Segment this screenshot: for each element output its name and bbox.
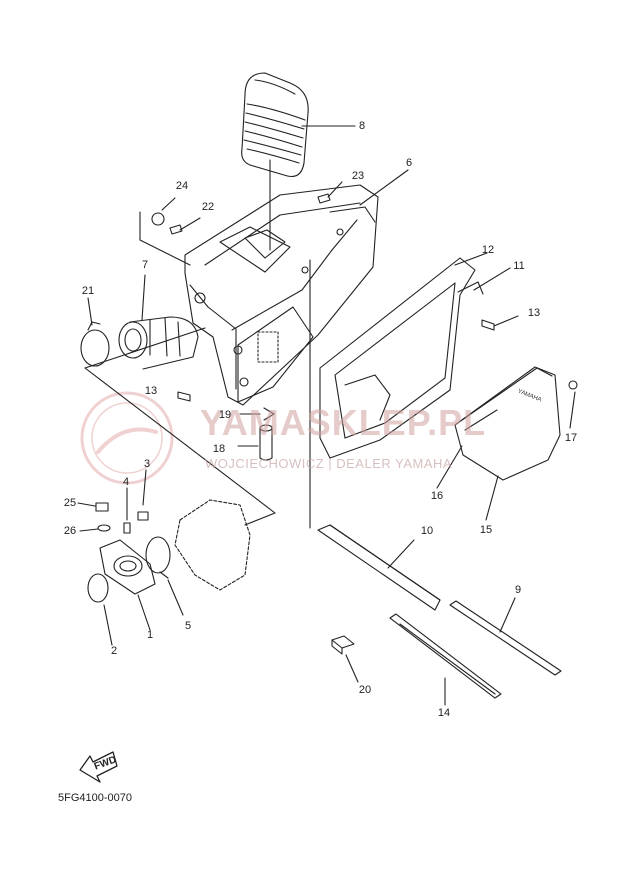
part-12-element-frame (319, 252, 488, 459)
part-24-washer (151, 197, 176, 226)
part-13-bolt (177, 315, 519, 402)
part-15-side-cover (454, 366, 578, 481)
part-5-clamp (145, 536, 184, 616)
bracket-line (84, 327, 276, 526)
part-22-bolt (169, 217, 201, 235)
part-20-block (331, 635, 359, 683)
watermark-title: YAMASKLEP.PL (200, 402, 487, 443)
gasket-dashed (174, 499, 251, 591)
callout-4: 4 (122, 476, 130, 488)
callout-23: 23 (351, 170, 365, 182)
callout-20: 20 (358, 684, 372, 696)
callout-6: 6 (405, 157, 413, 169)
callout-12: 12 (481, 244, 495, 256)
callout-1: 1 (146, 629, 154, 641)
callout-16: 16 (430, 490, 444, 502)
diagram-code: 5FG4100-0070 (58, 792, 132, 804)
leader-16 (436, 445, 463, 489)
callout-9: 9 (514, 584, 522, 596)
callout-11: 11 (513, 260, 525, 272)
callout-10: 10 (420, 525, 434, 537)
callout-21: 21 (81, 285, 95, 297)
part-4-screw (123, 487, 131, 534)
part-11-gasket (457, 267, 511, 295)
callout-3: 3 (143, 458, 151, 470)
leader-15 (485, 475, 499, 521)
part-7-joint (118, 274, 199, 370)
callout-19: 19 (218, 409, 232, 421)
part-1-intake-joint (99, 539, 156, 631)
bracket-line (139, 211, 191, 266)
part-23-bolt (317, 181, 343, 204)
part-19-clip (239, 407, 275, 421)
part-3-screw (137, 469, 149, 521)
part-6-air-box (184, 169, 409, 406)
callout-8: 8 (358, 120, 366, 132)
part-21-clamp (80, 297, 110, 367)
watermark-logo (80, 391, 174, 485)
part-14-screen (389, 613, 502, 706)
watermark-subtitle: WOJCIECHOWICZ | DEALER YAMAHA (205, 456, 453, 471)
leader-17 (569, 391, 576, 429)
callout-17: 17 (564, 432, 578, 444)
callout-26: 26 (63, 525, 77, 537)
part-2-o-ring (87, 573, 113, 646)
part-25-collar (77, 502, 109, 512)
part-8-intake-boot (241, 72, 356, 251)
callout-13-right: 13 (527, 307, 541, 319)
callout-14: 14 (437, 707, 451, 719)
callout-7: 7 (141, 259, 149, 271)
part-18-hose (237, 424, 273, 461)
fwd-arrow-icon (79, 751, 118, 783)
part-10-element (309, 259, 441, 611)
callout-5: 5 (184, 620, 192, 632)
callout-13-left: 13 (144, 385, 158, 397)
callout-15: 15 (479, 524, 493, 536)
callout-2: 2 (110, 645, 118, 657)
callout-25: 25 (63, 497, 77, 509)
part-26-collar (79, 524, 111, 532)
part-9-element (449, 597, 562, 676)
callout-22: 22 (201, 201, 215, 213)
callout-24: 24 (175, 180, 189, 192)
callout-18: 18 (212, 443, 226, 455)
